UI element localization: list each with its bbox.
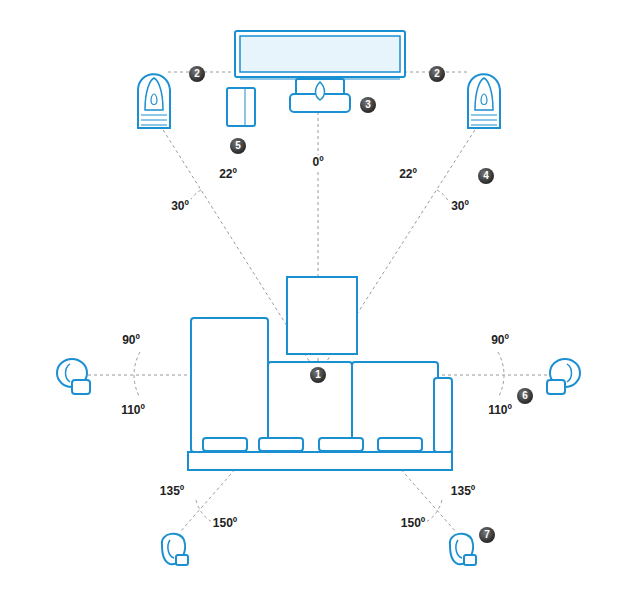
callout-number: 2 — [429, 66, 445, 82]
callout-number: 6 — [517, 388, 533, 404]
angle-label: 30º — [449, 199, 471, 213]
angle-label: 22º — [217, 167, 239, 181]
angle-label: 110º — [119, 403, 147, 417]
callout-number: 7 — [479, 527, 495, 543]
angle-label: 150º — [399, 516, 427, 530]
callout-number: 3 — [360, 97, 376, 113]
angle-label: 0º — [310, 155, 325, 169]
angle-label: 135º — [449, 484, 477, 498]
callout-number: 1 — [310, 367, 326, 383]
angle-label: 110º — [486, 403, 514, 417]
angle-label: 22º — [397, 167, 419, 181]
callout-number: 4 — [478, 168, 494, 184]
callout-number: 2 — [189, 66, 205, 82]
callout-number: 5 — [230, 138, 246, 154]
angle-label: 150º — [211, 516, 239, 530]
angle-label: 90º — [120, 333, 142, 347]
angle-label: 30º — [169, 199, 191, 213]
angle-label: 135º — [158, 484, 186, 498]
angle-label: 90º — [489, 333, 511, 347]
